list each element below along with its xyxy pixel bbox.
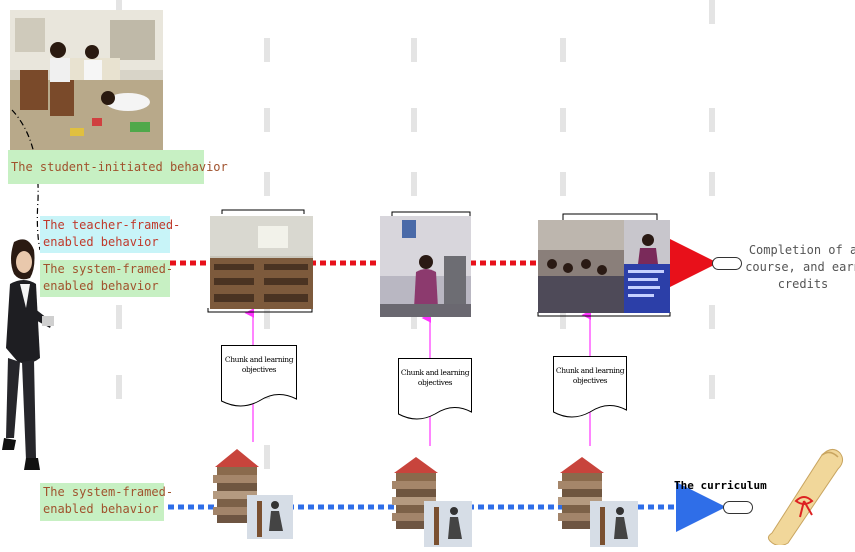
classroom-photo-2 [380, 216, 471, 317]
curriculum-books-2 [384, 455, 476, 548]
curriculum-label: The curriculum [674, 479, 767, 492]
chunk-document-1: Chunk and learning objectives [221, 345, 297, 409]
initiative-curve [11, 109, 41, 251]
chunk-document-2-text: Chunk and learning objectives [400, 368, 470, 387]
classroom-photo-3 [538, 220, 670, 313]
teacher-figure [0, 238, 60, 498]
chunk-document-2: Chunk and learning objectives [398, 358, 472, 422]
chunk-document-3-text: Chunk and learning objectives [555, 366, 625, 385]
chunk-document-1-text: Chunk and learning objectives [224, 355, 294, 374]
curriculum-terminator [723, 501, 753, 514]
label-teacher-framed: The teacher-framed- enabled behavior [40, 216, 180, 253]
label-student-initiated: The student-initiated behavior [8, 150, 228, 184]
curriculum-books-1 [207, 445, 297, 540]
chunk-document-3: Chunk and learning objectives [553, 356, 627, 420]
label-system-framed-bottom: The system-framed- enabled behavior [40, 483, 173, 521]
student-activity-photo [10, 10, 163, 150]
classroom-photo-1 [210, 216, 313, 309]
label-system-framed-top: The system-framed- enabled behavior [40, 260, 173, 297]
completion-terminator [712, 257, 742, 270]
curriculum-books-3 [550, 455, 642, 548]
completion-text: Completion of a course, and earn credits [745, 243, 855, 291]
diploma-scroll-icon [762, 445, 848, 547]
